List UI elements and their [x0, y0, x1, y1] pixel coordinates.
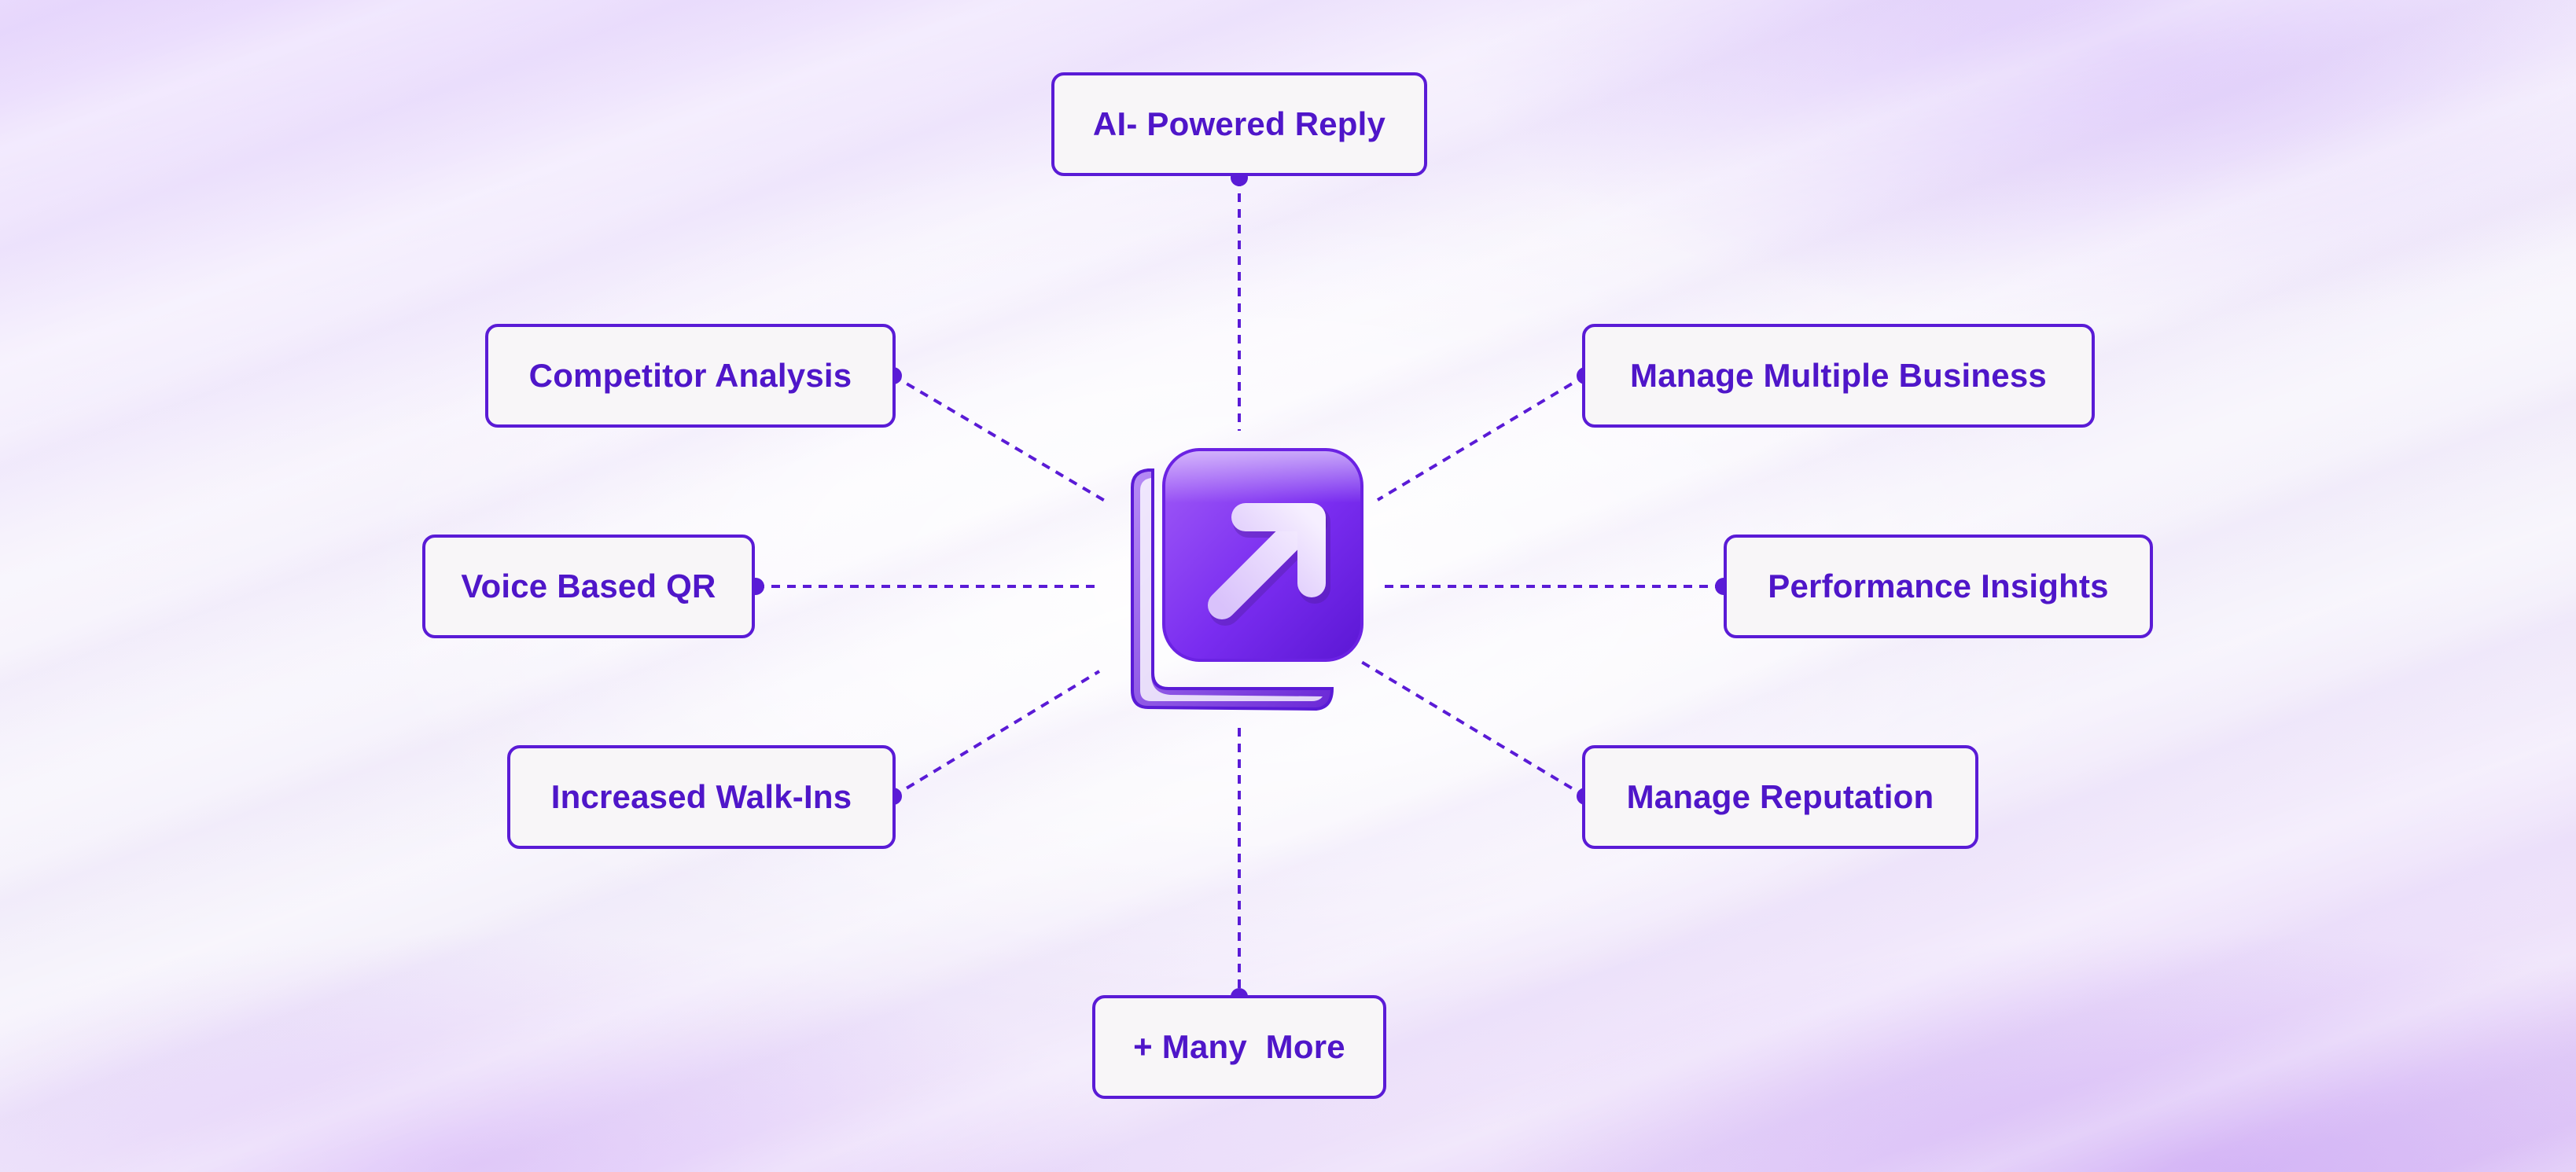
- connector-lower-left: [892, 670, 1101, 798]
- node-competitor-analysis: Competitor Analysis: [485, 324, 896, 428]
- node-manage-reputation: Manage Reputation: [1582, 745, 1978, 849]
- connector-lower-right: [1357, 659, 1587, 798]
- connector-upper-right: [1376, 374, 1587, 501]
- node-many-more: + Many More: [1092, 995, 1386, 1099]
- node-ai-powered-reply: AI- Powered Reply: [1051, 72, 1427, 176]
- node-voice-based-qr: Voice Based QR: [422, 535, 755, 638]
- connector-upper-left: [892, 374, 1110, 505]
- node-performance-insights: Performance Insights: [1724, 535, 2153, 638]
- arrow-up-right-icon: [1131, 448, 1363, 711]
- node-increased-walk-ins: Increased Walk-Ins: [507, 745, 896, 849]
- node-manage-multiple-business: Manage Multiple Business: [1582, 324, 2095, 428]
